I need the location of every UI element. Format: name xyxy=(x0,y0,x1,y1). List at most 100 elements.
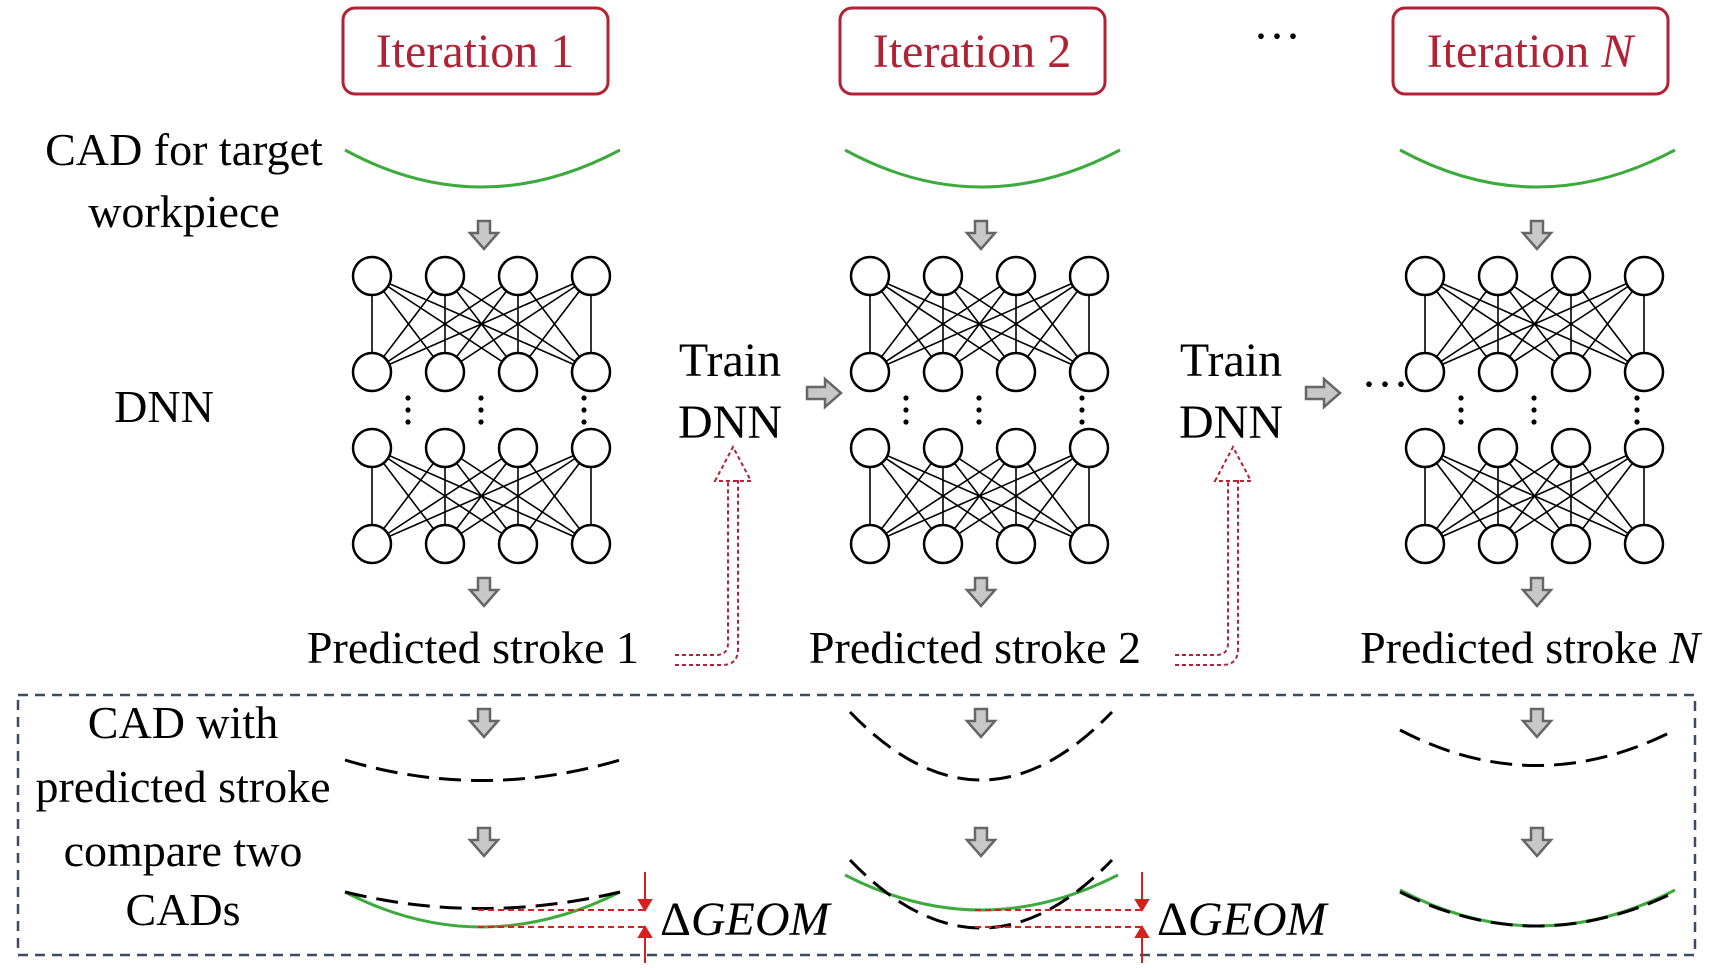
dnn-node xyxy=(570,523,612,565)
dnn-node xyxy=(424,523,466,565)
dnn-node xyxy=(922,523,964,565)
predicted-stroke-n-label: Predicted stroke N xyxy=(1360,622,1702,673)
cad-target-label-line2: workpiece xyxy=(88,186,280,237)
arrow-cad-to-compare-1 xyxy=(468,826,500,858)
dnn-node xyxy=(849,427,891,469)
arrow-dnn-to-stroke-1 xyxy=(468,576,500,608)
target-cad-curve-1 xyxy=(344,148,621,189)
dnn-nodes xyxy=(1404,255,1665,565)
delta-geom-marker-2 xyxy=(975,872,1150,963)
delta-geom-label-2: ΔGEOM xyxy=(1157,893,1330,946)
dnn-layer-ellipsis xyxy=(903,395,1085,425)
cad-predicted-label-line1: CAD with xyxy=(88,697,278,748)
dnn-node xyxy=(849,255,891,297)
arrow-dnn-to-stroke-2 xyxy=(965,576,997,608)
dnn-node xyxy=(995,523,1037,565)
dnn-layer-ellipsis xyxy=(1458,395,1640,425)
dnn-nodes xyxy=(849,255,1110,565)
train-label-2-line2: DNN xyxy=(1179,396,1283,449)
dnn-node xyxy=(1068,427,1110,469)
dnn-node xyxy=(351,523,393,565)
dnn-node xyxy=(1477,523,1519,565)
arrow-cad-to-dnn-n xyxy=(1521,219,1553,251)
train-label-1-line2: DNN xyxy=(678,396,782,449)
dnn-node xyxy=(1404,427,1446,469)
dnn-node xyxy=(497,523,539,565)
compare-predicted-curve-n xyxy=(1399,890,1676,928)
dnn-node xyxy=(1550,523,1592,565)
dnn-node xyxy=(1550,351,1592,393)
dnn-nodes xyxy=(351,255,612,565)
dnn-node xyxy=(570,255,612,297)
dnn-node xyxy=(424,255,466,297)
arrow-cad-to-dnn-2 xyxy=(965,219,997,251)
compare-target-curve-2 xyxy=(844,873,1119,912)
dnn-node xyxy=(424,351,466,393)
dnn-node xyxy=(1623,255,1665,297)
dnn-node xyxy=(922,351,964,393)
arrow-stroke-to-cad-2 xyxy=(965,707,997,739)
dnn-node xyxy=(995,255,1037,297)
train-label-1-line1: Train xyxy=(679,334,781,387)
dnn-node xyxy=(1550,427,1592,469)
dnn-node xyxy=(1477,255,1519,297)
dnn-node xyxy=(497,255,539,297)
dnn-node xyxy=(995,427,1037,469)
dnn-node xyxy=(1477,351,1519,393)
compare-label-line1: compare two xyxy=(64,825,303,876)
predicted-stroke-2-label: Predicted stroke 2 xyxy=(809,622,1141,673)
delta-geom-label-1: ΔGEOM xyxy=(660,893,833,946)
dnn-node xyxy=(1404,255,1446,297)
dnn-node xyxy=(1623,351,1665,393)
dnn-network-1 xyxy=(351,255,612,565)
dnn-node xyxy=(497,351,539,393)
dnn-node xyxy=(1623,523,1665,565)
feedback-arrow-2 xyxy=(1175,444,1253,666)
arrow-dnn-to-stroke-n xyxy=(1521,576,1553,608)
predicted-cad-curve-n xyxy=(1399,728,1676,767)
arrow-stroke-to-cad-n xyxy=(1521,707,1553,739)
dnn-node xyxy=(849,351,891,393)
cad-predicted-label-line2: predicted stroke xyxy=(35,761,330,812)
dnn-node xyxy=(351,427,393,469)
dnn-node xyxy=(1550,255,1592,297)
iteration-n-header: Iteration N xyxy=(1391,6,1670,96)
iteration-1-label: Iteration 1 xyxy=(376,25,575,78)
arrow-cad-to-compare-2 xyxy=(965,826,997,858)
dnn-node xyxy=(351,351,393,393)
predicted-cad-curve-2 xyxy=(848,710,1114,782)
iteration-n-label: Iteration N xyxy=(1427,25,1637,78)
dnn-layer-ellipsis xyxy=(405,395,587,425)
dnn-node xyxy=(849,523,891,565)
compare-predicted-curve-1 xyxy=(344,890,621,910)
comparison-region-box xyxy=(16,693,1697,957)
delta-geom-marker-1 xyxy=(478,872,653,963)
predicted-stroke-1-label: Predicted stroke 1 xyxy=(307,622,639,673)
compare-label-line2: CADs xyxy=(125,884,240,935)
dnn-label: DNN xyxy=(114,381,214,432)
dnn-node xyxy=(995,351,1037,393)
dnn-node xyxy=(1068,255,1110,297)
dnn-node xyxy=(922,427,964,469)
dnn-network-n xyxy=(1404,255,1665,565)
arrow-to-iteration-2 xyxy=(805,377,843,409)
feedback-arrow-1 xyxy=(675,444,753,666)
dnn-node xyxy=(570,427,612,469)
predicted-cad-curve-1 xyxy=(344,758,621,782)
arrow-cad-to-compare-n xyxy=(1521,826,1553,858)
dnn-node xyxy=(351,255,393,297)
dnn-node xyxy=(1068,351,1110,393)
arrow-stroke-to-cad-1 xyxy=(468,707,500,739)
dnn-node xyxy=(424,427,466,469)
dnn-node xyxy=(1477,427,1519,469)
dnn-node xyxy=(1404,351,1446,393)
arrow-to-iteration-n xyxy=(1304,377,1342,409)
dnn-node xyxy=(1404,523,1446,565)
dnn-node xyxy=(1068,523,1110,565)
dnn-node xyxy=(497,427,539,469)
header-ellipsis: ··· xyxy=(1253,10,1301,63)
dnn-node xyxy=(1623,427,1665,469)
target-cad-curve-n xyxy=(1399,148,1676,189)
train-label-2-line1: Train xyxy=(1180,334,1282,387)
